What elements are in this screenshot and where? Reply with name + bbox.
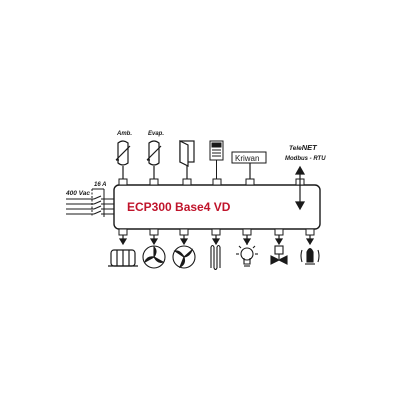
power-lines	[66, 188, 114, 217]
voltage-label: 400 Vac	[65, 190, 90, 197]
alarm-icon	[300, 247, 320, 265]
top-connectors	[118, 178, 305, 186]
evaporator-fan-icon	[142, 245, 166, 269]
ntc-probe-icon	[146, 140, 162, 179]
keypad-display-icon	[209, 140, 224, 179]
network-protocol: Modbus - RTU	[285, 156, 326, 162]
fuse-label: 16 A	[94, 182, 106, 188]
kriwan-label: Kriwan	[235, 154, 259, 163]
compressor-icon	[108, 249, 138, 267]
network-brand: TeleNET	[289, 143, 318, 152]
door-switch-icon	[179, 140, 195, 179]
input-label-amb: Amb.	[116, 131, 132, 137]
defrost-heater-icon	[210, 244, 221, 271]
valve-icon	[270, 245, 288, 265]
condenser-fan-icon	[172, 245, 196, 269]
ntc-probe-icon	[115, 140, 131, 179]
input-label-evap: Evap.	[148, 131, 164, 137]
kriwan-box	[231, 151, 267, 164]
output-arrows	[118, 235, 315, 246]
light-bulb-icon	[236, 242, 258, 267]
network-double-arrow	[294, 165, 306, 211]
controller-title: ECP300 Base4 VD	[127, 200, 231, 214]
bottom-connectors	[118, 228, 315, 236]
